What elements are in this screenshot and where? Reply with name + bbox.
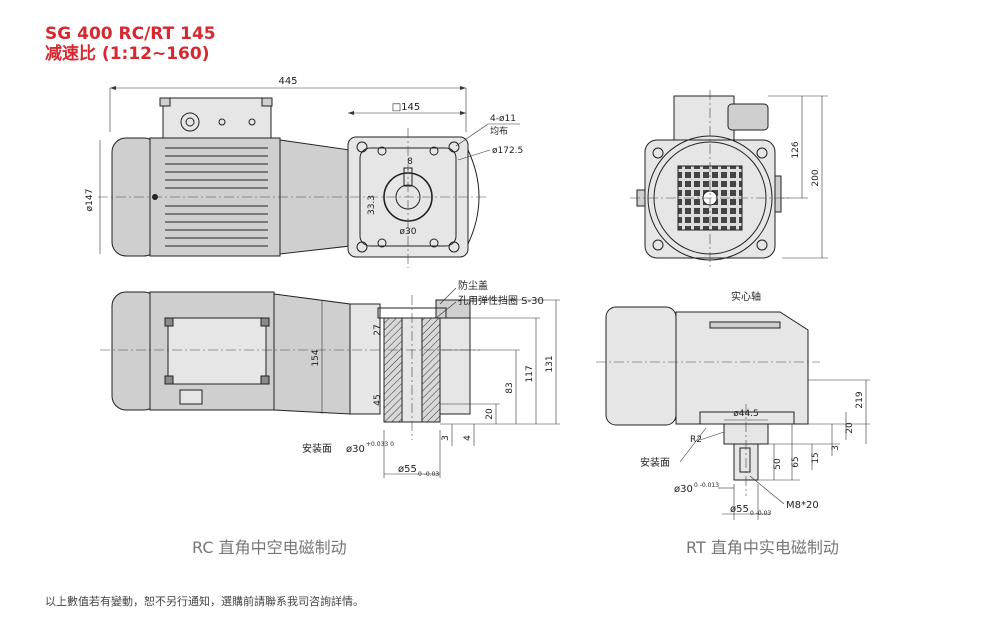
dim-200: 200 [811, 169, 821, 186]
dim-rt-spigot-tol: 0 -0.03 [750, 510, 771, 517]
dim-83: 83 [505, 382, 515, 393]
top-side-view: 445 □145 [85, 76, 523, 268]
dim-key-8: 8 [407, 157, 413, 167]
rt-dim-3: 3 [831, 445, 841, 451]
dim-bolt-holes: 4-ø11 [490, 114, 516, 124]
dim-445b: ø44.5 [733, 409, 759, 419]
label-dust-cover: 防尘盖 [458, 279, 488, 292]
dim-thread: M8*20 [786, 500, 819, 511]
top-end-view: 126 200 [630, 90, 828, 270]
dim-bore-30: ø30 [400, 227, 417, 237]
dim-45: 45 [373, 394, 383, 405]
rt-section-view: 实心轴 219 20 3 15 65 50 ø44.5 R2 安装面 [596, 290, 870, 520]
label-solid-shaft: 实心轴 [731, 290, 761, 303]
dim-131: 131 [545, 355, 555, 372]
dim-3: 3 [441, 435, 451, 441]
dim-square-145: □145 [392, 102, 421, 113]
dim-126: 126 [791, 141, 801, 158]
rc-caption: RC 直角中空电磁制动 [192, 538, 347, 557]
dim-rc-bore: ø30 [346, 444, 365, 455]
dim-27: 27 [373, 324, 383, 335]
rt-dim-15: 15 [811, 452, 821, 463]
dim-rt-shaft-tol: 0 -0.013 [694, 482, 719, 489]
rt-dim-50: 50 [773, 458, 783, 470]
dim-bolt-note: 均布 [490, 125, 508, 137]
dim-key-33: 33.3 [367, 195, 377, 215]
dim-20: 20 [485, 408, 495, 420]
page-title: SG 400 RC/RT 145 减速比 (1:12~160) [45, 24, 216, 64]
dim-117: 117 [525, 365, 535, 382]
dim-rc-bore-tol: +0.033 0 [366, 441, 394, 448]
dim-445: 445 [278, 76, 297, 87]
dim-219: 219 [855, 391, 865, 408]
motor-fins [165, 147, 268, 247]
dim-rc-spigot-tol: 0 -0.03 [418, 471, 439, 478]
rt-caption: RT 直角中实电磁制动 [686, 538, 839, 557]
rc-section-view: 131 117 83 20 4 3 154 27 45 防尘盖 孔用弹性挡圈 S… [100, 279, 560, 478]
dim-rt-spigot: ø55 [730, 504, 749, 515]
label-mount-face: 安装面 [302, 442, 332, 455]
label-rt-mount-face: 安装面 [640, 456, 670, 469]
dim-motor-147: ø147 [85, 189, 95, 212]
rt-dim-65: 65 [791, 456, 801, 467]
ratio-title: 减速比 (1:12~160) [45, 44, 210, 64]
label-circlip: 孔用弹性挡圈 S-30 [458, 294, 544, 307]
rt-dim-20: 20 [845, 422, 855, 434]
footer-note: 以上數值若有變動，恕不另行通知，選購前請聯系我司咨詢詳情。 [45, 595, 364, 608]
model-title: SG 400 RC/RT 145 [45, 24, 216, 44]
dim-rc-spigot: ø55 [398, 464, 417, 475]
dim-r2: R2 [690, 435, 702, 445]
dim-pcd: ø172.5 [492, 146, 523, 156]
dim-4: 4 [463, 435, 473, 441]
dim-rt-shaft: ø30 [674, 484, 693, 495]
dim-154: 154 [311, 349, 321, 366]
